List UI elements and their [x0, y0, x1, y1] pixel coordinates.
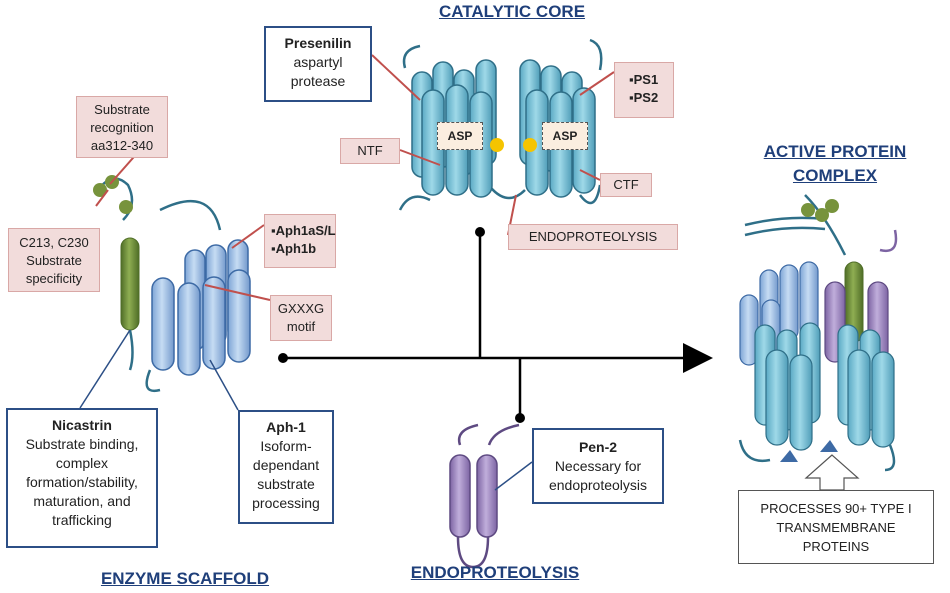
- aph1-title: Aph-1: [266, 419, 306, 435]
- presenilin-line2: aspartyl: [293, 54, 343, 70]
- aph1-line1: Isoform-: [260, 438, 312, 454]
- pen2-line1: Necessary for: [554, 458, 642, 474]
- presenilin-line3: protease: [290, 73, 346, 89]
- active-site-dots: [490, 138, 537, 152]
- active-complex-shape: [738, 194, 898, 472]
- substrate-recognition-line3: aa312-340: [90, 138, 154, 153]
- presenilin-callout: Presenilin aspartyl protease: [264, 26, 372, 102]
- heading-active-complex-line2: COMPLEX: [792, 166, 878, 185]
- ctf-label: CTF: [600, 173, 652, 197]
- substrate-recognition-line1: Substrate: [94, 102, 150, 117]
- aph1a-label: ▪Aph1aS/L: [271, 223, 336, 238]
- ps1-label: ▪PS1: [629, 72, 659, 87]
- nicastrin-line2: complex: [55, 455, 109, 471]
- aph1-line2: dependant: [252, 457, 320, 473]
- callout-leaders: [79, 329, 239, 411]
- nicastrin-line5: trafficking: [52, 512, 112, 528]
- connector-lines: [283, 232, 713, 418]
- processes-line2: TRANSMEMBRANE: [776, 520, 896, 535]
- substrate-specificity-line3: specificity: [25, 271, 83, 286]
- pen2-callout: Pen-2 Necessary for endoproteolysis: [532, 428, 664, 504]
- aph1-callout: Aph-1 Isoform- dependant substrate proce…: [238, 410, 334, 524]
- asp-label-left: ASP: [437, 122, 483, 150]
- aph1-line3: substrate: [257, 476, 315, 492]
- gxxxg-motif-label: GXXXG motif: [270, 295, 332, 341]
- heading-enzyme-scaffold: ENZYME SCAFFOLD: [100, 569, 270, 588]
- processes-line1: PROCESSES 90+ TYPE I: [760, 501, 912, 516]
- ps2-label: ▪PS2: [629, 90, 659, 105]
- nicastrin-line3: formation/stability,: [26, 474, 138, 490]
- nicastrin-line1: Substrate binding,: [25, 436, 139, 452]
- processes-callout: PROCESSES 90+ TYPE I TRANSMEMBRANE PROTE…: [738, 490, 934, 564]
- heading-active-complex-line1: ACTIVE PROTEIN: [763, 142, 907, 161]
- connector-dots: [278, 227, 525, 423]
- heading-active-complex: ACTIVE PROTEIN COMPLEX: [755, 140, 915, 188]
- pen2-shape: [449, 423, 533, 569]
- asp-label-right: ASP: [542, 122, 588, 150]
- aph1-leader-lines: [204, 224, 271, 301]
- up-arrow-icon: [804, 454, 860, 491]
- heading-catalytic-core: CATALYTIC CORE: [438, 2, 586, 21]
- aph-isoforms-label: ▪Aph1aS/L ▪Aph1b: [264, 214, 336, 268]
- nicastrin-line4: maturation, and: [33, 493, 131, 509]
- presenilin-title: Presenilin: [284, 35, 352, 51]
- aph1b-label: ▪Aph1b: [271, 241, 317, 256]
- heading-endoproteolysis: ENDOPROTEOLYSIS: [410, 563, 580, 582]
- gxxxg-line1: GXXXG: [277, 301, 325, 316]
- aph1-helices: [145, 199, 251, 393]
- nicastrin-shape: [93, 175, 140, 371]
- substrate-specificity-line2: Substrate: [26, 253, 82, 268]
- nicastrin-title: Nicastrin: [52, 417, 112, 433]
- gxxxg-line2: motif: [286, 319, 316, 334]
- nicastrin-callout: Nicastrin Substrate binding, complex for…: [6, 408, 158, 548]
- ntf-label: NTF: [340, 138, 400, 164]
- ps-isoforms-label: ▪PS1 ▪PS2: [614, 62, 674, 118]
- pen2-line2: endoproteolysis: [548, 477, 648, 493]
- substrate-specificity-label: C213, C230 Substrate specificity: [8, 228, 100, 292]
- substrate-recognition-line2: recognition: [90, 120, 154, 135]
- endoproteolysis-label: ENDOPROTEOLYSIS: [508, 224, 678, 250]
- pen2-title: Pen-2: [578, 439, 618, 455]
- substrate-recognition-label: Substrate recognition aa312-340: [76, 96, 168, 158]
- substrate-specificity-line1: C213, C230: [19, 235, 89, 250]
- processes-line3: PROTEINS: [802, 539, 870, 554]
- aph1-line4: processing: [252, 495, 320, 511]
